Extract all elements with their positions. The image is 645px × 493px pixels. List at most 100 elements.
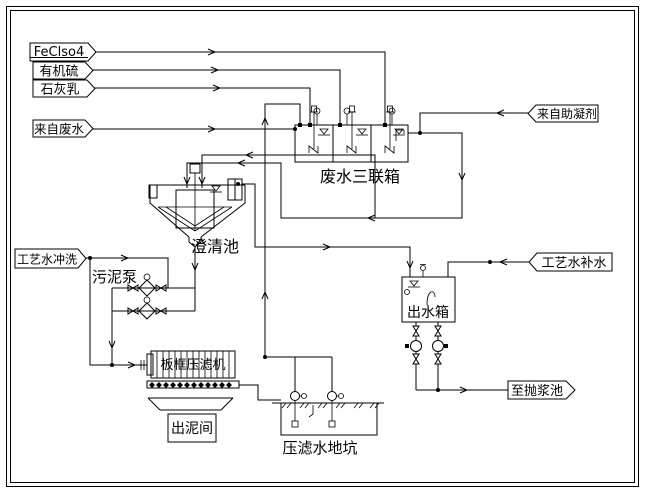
valve-icon	[155, 307, 167, 315]
outlet-pump-system: 至抛浆池	[405, 322, 576, 400]
arrowhead	[210, 66, 220, 74]
mixer-icon	[308, 105, 319, 154]
flush-water-line: 工艺水冲洗	[14, 248, 169, 367]
dosing-valve-icon	[313, 107, 396, 125]
pipe-coagulant	[419, 112, 528, 133]
valve-icon	[412, 353, 420, 365]
flag-process-water-flush	[14, 248, 87, 269]
arrowhead	[108, 340, 116, 350]
flag-feclso4-label: FeClso4	[34, 45, 84, 60]
overflow-pipe-icon	[395, 129, 405, 141]
flag-process-water-makeup	[528, 252, 613, 272]
arrowhead	[207, 48, 217, 56]
pipe-junction	[236, 182, 240, 186]
arrowhead	[366, 214, 376, 222]
ground-hatch	[281, 402, 380, 409]
pipe-pit-pump-risers	[294, 357, 333, 392]
float-icon	[404, 289, 410, 295]
filter-press: 板框压滤机 出泥间	[112, 350, 240, 443]
flag-from-wastewater: 来自废水	[32, 119, 94, 138]
arrowhead	[236, 159, 246, 167]
clarifier-label: 澄清池	[191, 237, 239, 256]
triple-tank: 废水三联箱	[294, 105, 409, 186]
float-switch-icon	[308, 405, 314, 418]
flag-organic-sulfur-label: 有机硫	[39, 65, 78, 80]
outlet-tank-body	[401, 276, 456, 323]
arrowhead	[207, 125, 217, 133]
makeup-water-line: 工艺水补水	[447, 252, 613, 277]
flag-from-wastewater-label: 来自废水	[34, 122, 85, 137]
sludge-pump-icon	[138, 273, 156, 297]
filter-water-pit: 压滤水地坑	[272, 391, 384, 457]
valve-icon	[412, 325, 420, 337]
sludge-pump-icon	[138, 296, 156, 320]
flag-from-coagulant-aid	[527, 104, 599, 123]
clarifier-drive-motor-icon	[189, 163, 201, 174]
flag-lime-milk-label: 石灰乳	[40, 83, 79, 98]
arrowhead	[406, 260, 414, 270]
pipe-makeup	[447, 261, 529, 277]
filter-water-pit-label: 压滤水地坑	[282, 439, 357, 457]
arrowhead	[322, 243, 332, 251]
valve-icon	[434, 325, 442, 337]
valve-icon	[434, 353, 442, 365]
pit-pump-icon	[327, 391, 344, 428]
arrowhead	[261, 116, 269, 126]
sludge-pump-label: 污泥泵	[92, 268, 137, 286]
press-plates-hatch	[156, 351, 230, 378]
water-level-icon	[211, 185, 221, 192]
pipe-junction	[263, 355, 267, 359]
arrowhead	[127, 361, 137, 369]
drawing-border	[6, 6, 639, 487]
pipe-flush-branch	[89, 258, 112, 366]
sludge-pump-system: 污泥泵	[92, 247, 199, 365]
pipe-effluent	[242, 183, 411, 277]
flag-from-coagulant-aid-label: 来自助凝剂	[537, 106, 597, 121]
tray-rollers	[149, 382, 232, 388]
arrowhead	[498, 258, 508, 266]
mixer-icon	[384, 105, 395, 154]
discharge-chute	[147, 397, 234, 411]
pipe-organic-sulfur	[93, 69, 341, 125]
pipe-connection-squares	[293, 123, 387, 131]
arrowhead	[458, 172, 466, 182]
triple-tank-label: 废水三联箱	[320, 167, 400, 186]
arrowhead	[212, 84, 222, 92]
pipe-feclso4	[96, 51, 386, 125]
flag-process-water-makeup-label: 工艺水补水	[541, 256, 606, 271]
clarifier-effluent-line	[242, 183, 414, 277]
tank-outlet-line	[183, 132, 466, 222]
clarifier-wall-left	[149, 185, 190, 238]
mixer-icon	[346, 105, 357, 154]
flag-to-slurry-pool-label: 至抛浆池	[511, 384, 563, 399]
pit-return-line	[261, 103, 333, 392]
pipe-junction	[436, 388, 440, 392]
coagulant-aid-line: 来自助凝剂	[418, 104, 599, 135]
arrowhead	[183, 176, 191, 186]
pipe-tank-to-clarifier	[186, 132, 463, 219]
mud-room-box	[167, 413, 217, 443]
clarifier-left-tab	[148, 184, 158, 199]
outlet-tank-label: 出水箱	[407, 305, 449, 321]
pit-walls	[280, 403, 378, 436]
flag-feclso4: FeClso4	[29, 42, 97, 62]
arrowhead	[261, 290, 269, 300]
chemical-dosing-lines	[93, 48, 396, 133]
arrowhead	[191, 262, 199, 272]
clarifier-wall-right	[200, 185, 246, 238]
pipe-filtrate	[239, 384, 281, 401]
flag-organic-sulfur: 有机硫	[32, 61, 94, 80]
arrowhead	[495, 109, 505, 117]
valve-icon	[155, 284, 167, 292]
water-level-icon	[318, 128, 405, 136]
pipe-flush	[86, 257, 169, 288]
water-level-icon	[409, 280, 419, 287]
outlet-pump-icon	[432, 340, 448, 352]
pipe-clarifier-feed-branch	[201, 154, 376, 218]
rake-arms-icon	[157, 206, 233, 232]
outlet-tank: 出水箱	[401, 264, 456, 323]
arrowhead	[244, 151, 254, 159]
level-switch-icon	[426, 291, 436, 306]
